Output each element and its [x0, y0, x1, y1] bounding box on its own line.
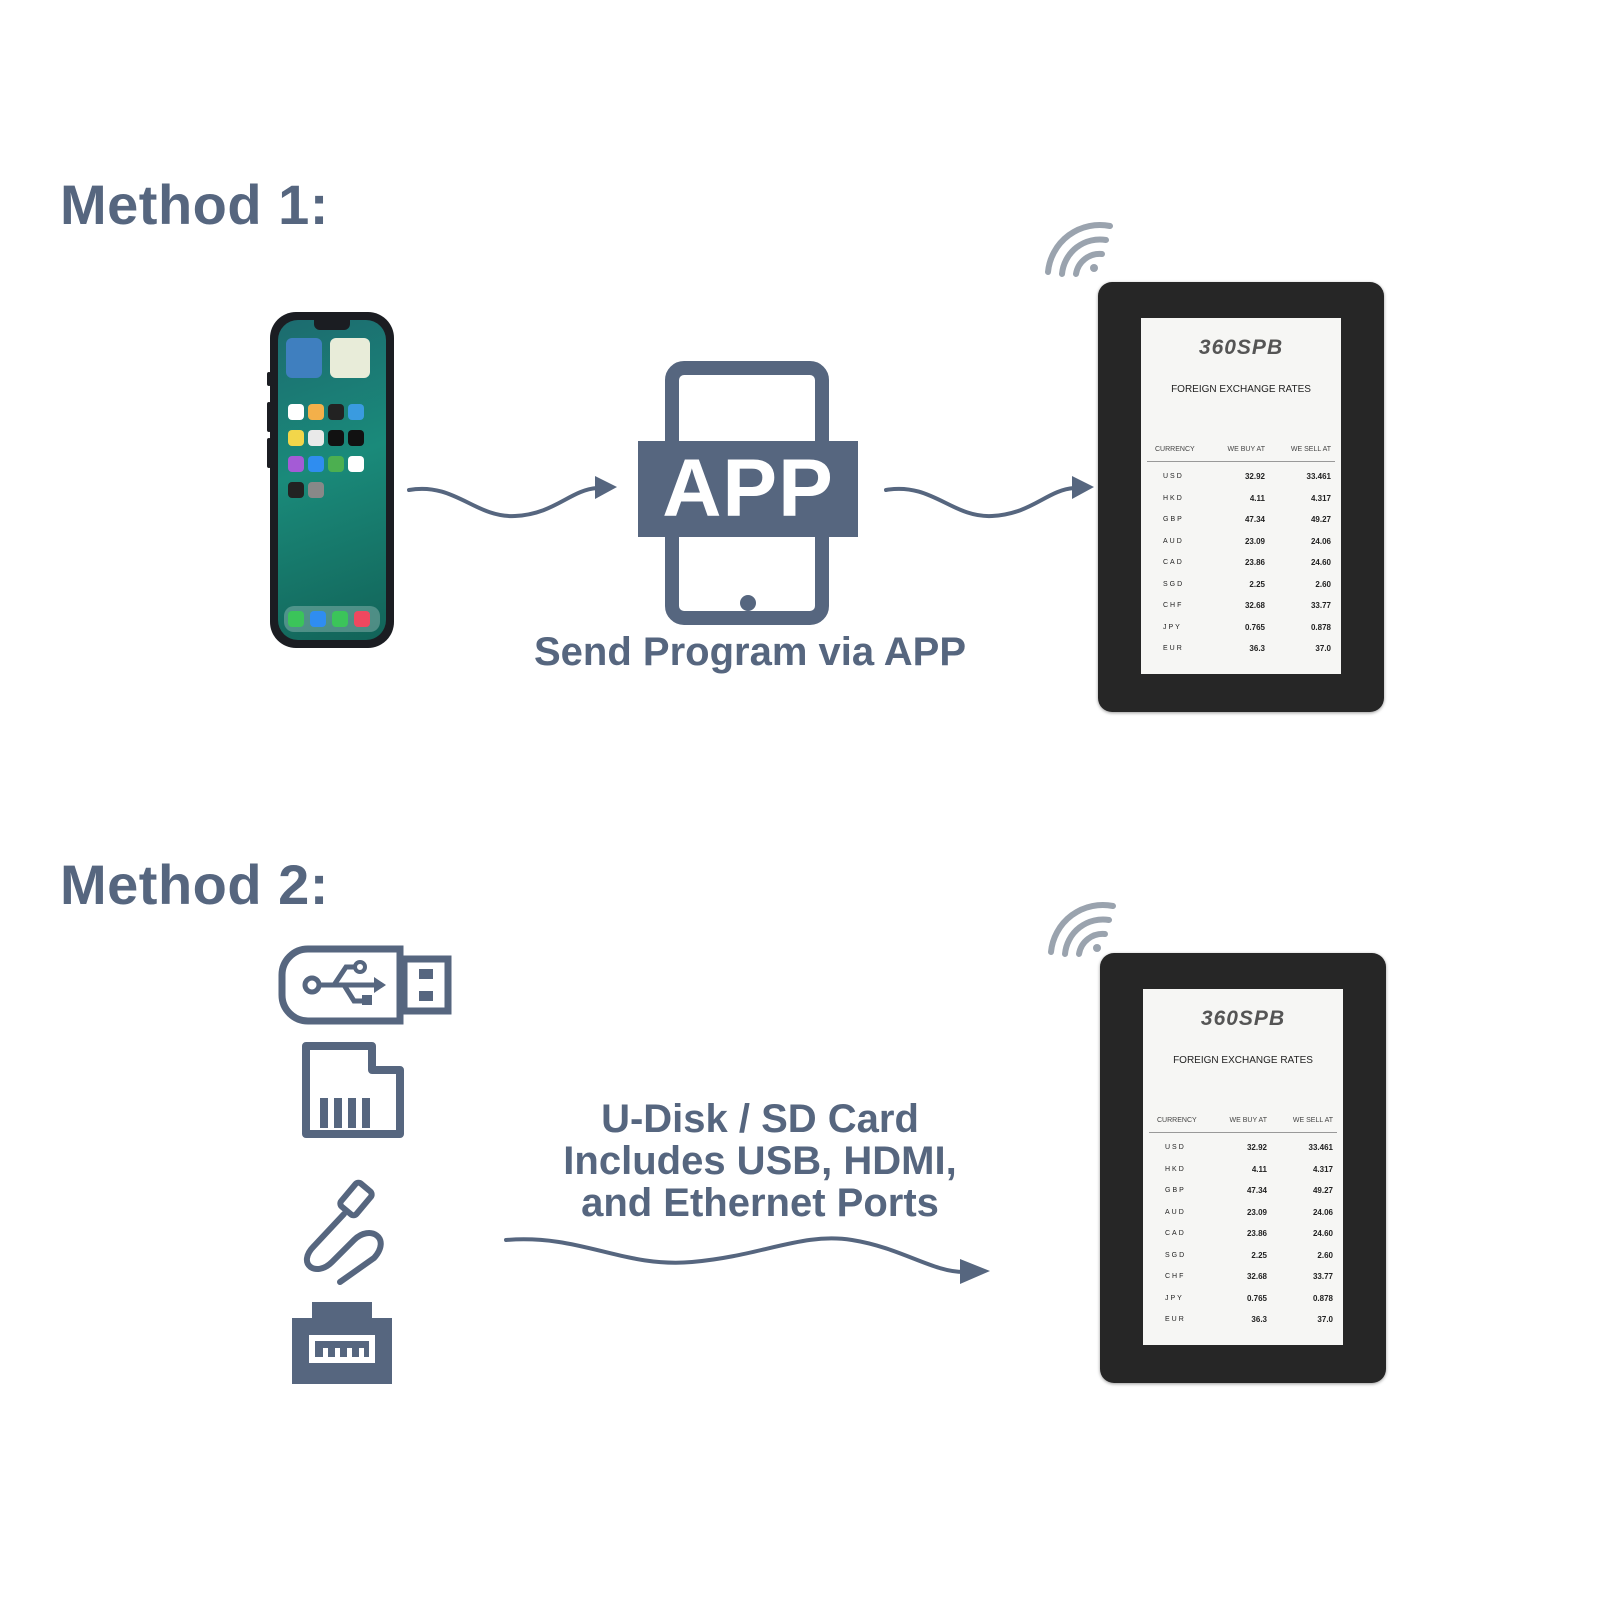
caption-line: and Ethernet Ports: [581, 1181, 939, 1225]
wifi-signal-icon: [1048, 901, 1116, 957]
brand-logo: 360SPB: [1200, 1007, 1286, 1030]
display-title: FOREIGN EXCHANGE RATES: [1173, 1055, 1313, 1066]
column-header: WE SELL AT: [1292, 1117, 1333, 1124]
wave-arrow-2: [884, 476, 1094, 519]
display-screen: 360SPB FOREIGN EXCHANGE RATES CURRENCY W…: [1143, 989, 1343, 1345]
smartphone-image: [267, 312, 394, 648]
display-screen: 360SPB FOREIGN EXCHANGE RATES CURRENCY W…: [1141, 318, 1341, 674]
column-header: CURRENCY: [1155, 446, 1195, 453]
brand-logo: 360SPB: [1198, 336, 1284, 359]
wifi-signal-icon: [1045, 221, 1113, 277]
wave-arrow-1: [407, 476, 617, 519]
ethernet-port-icon: [292, 1302, 392, 1384]
rates-header: CURRENCY WE BUY AT WE SELL AT: [1147, 446, 1335, 462]
method-2-caption: U-Disk / SD Card Includes USB, HDMI, and…: [500, 1098, 1020, 1224]
usb-drive-icon: [278, 945, 452, 1025]
caption-line: U-Disk / SD Card: [601, 1097, 919, 1141]
caption-line: Includes USB, HDMI,: [563, 1139, 957, 1183]
method-1-heading: Method 1:: [60, 173, 329, 236]
column-header: WE BUY AT: [1229, 1117, 1267, 1124]
rates-header: CURRENCY WE BUY AT WE SELL AT: [1149, 1117, 1337, 1133]
cable-icon: [304, 1179, 384, 1285]
epaper-display-2: 360SPB FOREIGN EXCHANGE RATES CURRENCY W…: [1100, 953, 1386, 1383]
method-2-heading: Method 2:: [60, 853, 329, 916]
column-header: WE SELL AT: [1290, 446, 1331, 453]
epaper-display-1: 360SPB FOREIGN EXCHANGE RATES CURRENCY W…: [1098, 282, 1384, 712]
display-title: FOREIGN EXCHANGE RATES: [1171, 384, 1311, 395]
app-caption: Send Program via APP: [534, 630, 966, 674]
column-header: CURRENCY: [1157, 1117, 1197, 1124]
column-header: WE BUY AT: [1227, 446, 1265, 453]
wave-arrow-3: [504, 1236, 990, 1284]
app-badge-label: APP: [662, 443, 834, 534]
sd-card-icon: [302, 1042, 404, 1138]
app-icon: [638, 361, 858, 625]
